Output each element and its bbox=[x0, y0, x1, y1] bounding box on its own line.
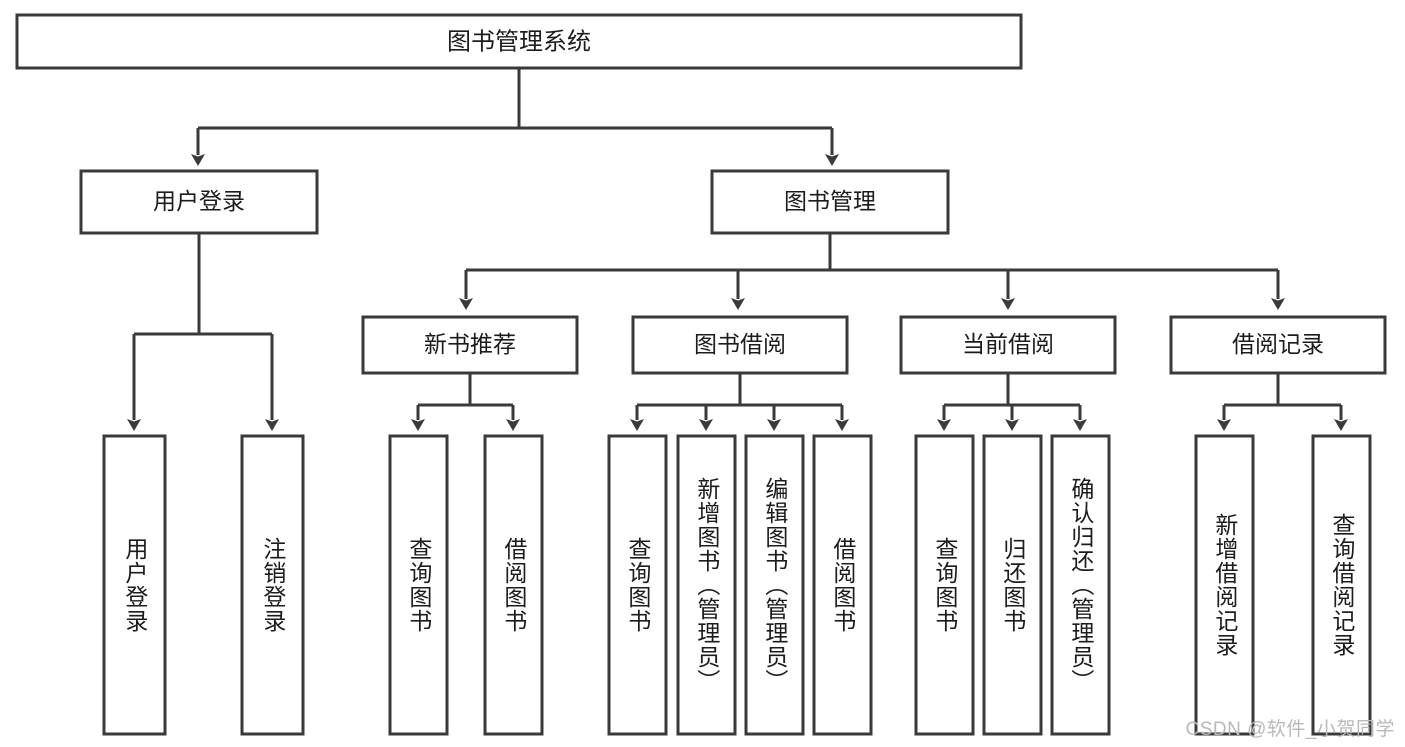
node-new-book-recommend[interactable]: 新书推荐 bbox=[361, 315, 579, 375]
node-book-management[interactable]: 图书管理 bbox=[710, 169, 950, 235]
node-current-borrow-label: 当前借阅 bbox=[962, 331, 1054, 357]
node-current-borrow[interactable]: 当前借阅 bbox=[899, 315, 1117, 375]
leaf-box-11[interactable] bbox=[1050, 434, 1111, 736]
leaf-box-3[interactable] bbox=[388, 434, 449, 736]
node-root-label: 图书管理系统 bbox=[447, 28, 591, 55]
node-current-borrow-box bbox=[899, 315, 1117, 375]
edges-book-mgmt-to-level3 bbox=[459, 233, 1285, 310]
leaf-box-5[interactable] bbox=[607, 434, 668, 736]
leaf-box-7[interactable] bbox=[744, 434, 805, 736]
node-borrow-records-label: 借阅记录 bbox=[1232, 331, 1324, 357]
leaf-box-6[interactable] bbox=[676, 434, 737, 736]
node-book-borrow-box bbox=[631, 315, 849, 375]
edges-current-borrow-to-leaves bbox=[937, 373, 1087, 431]
node-book-borrow-label: 图书借阅 bbox=[694, 331, 786, 357]
leaf-box-8[interactable] bbox=[812, 434, 873, 736]
node-borrow-records-box bbox=[1169, 315, 1387, 375]
node-root[interactable]: 图书管理系统 bbox=[15, 13, 1023, 70]
leaf-box-12[interactable] bbox=[1194, 434, 1255, 736]
node-new-book-recommend-box bbox=[361, 315, 579, 375]
edges-user-login-to-leaves bbox=[127, 233, 279, 431]
edges-root-to-level2 bbox=[191, 68, 839, 166]
leaf-box-4[interactable] bbox=[483, 434, 544, 736]
watermark-text: CSDN @软件_小贺同学 bbox=[1185, 719, 1395, 740]
leaf-box-10[interactable] bbox=[982, 434, 1043, 736]
node-user-login-label: 用户登录 bbox=[153, 188, 245, 214]
node-user-login[interactable]: 用户登录 bbox=[79, 169, 319, 235]
leaf-box-1[interactable] bbox=[102, 434, 167, 736]
node-root-box bbox=[15, 13, 1023, 70]
node-book-management-label: 图书管理 bbox=[784, 188, 876, 214]
leaf-box-13[interactable] bbox=[1311, 434, 1372, 736]
leaf-boxes bbox=[102, 434, 1372, 736]
edges-borrow-records-to-leaves bbox=[1217, 373, 1348, 431]
node-borrow-records[interactable]: 借阅记录 bbox=[1169, 315, 1387, 375]
leaf-box-9[interactable] bbox=[914, 434, 975, 736]
node-book-management-box bbox=[710, 169, 950, 235]
leaf-box-2[interactable] bbox=[240, 434, 305, 736]
edges-new-book-to-leaves bbox=[411, 373, 520, 431]
edges-book-borrow-to-leaves bbox=[630, 373, 849, 431]
node-book-borrow[interactable]: 图书借阅 bbox=[631, 315, 849, 375]
node-new-book-recommend-label: 新书推荐 bbox=[424, 331, 516, 357]
